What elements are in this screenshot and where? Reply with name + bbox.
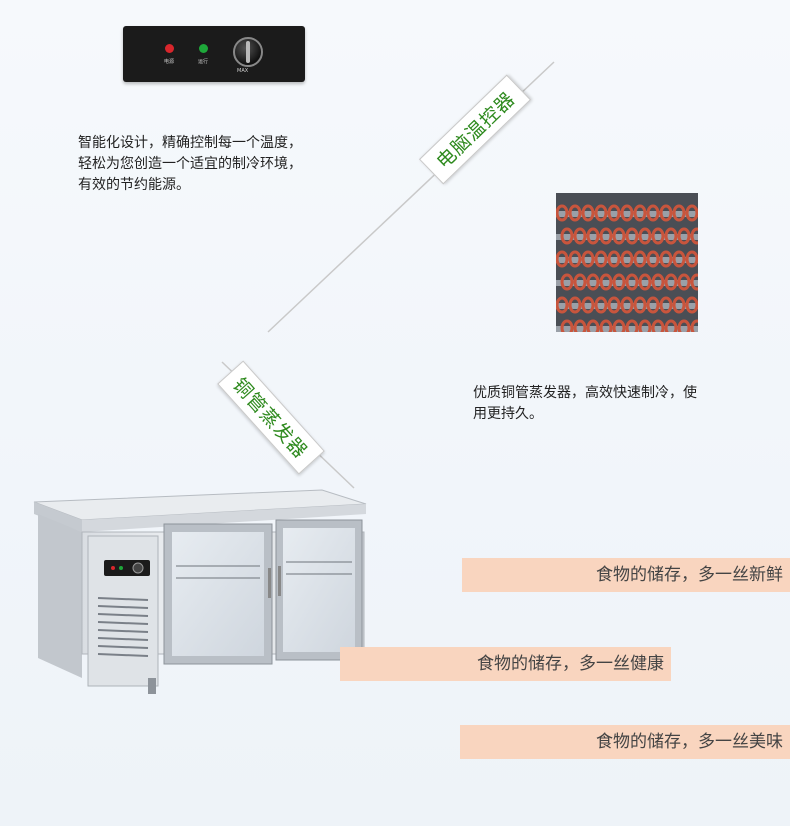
evaporator-description-line: 优质铜管蒸发器，高效快速制冷，使 bbox=[473, 385, 697, 401]
copper-coil-image bbox=[556, 193, 698, 332]
controller-description-line: 有效的节约能源。 bbox=[78, 177, 190, 193]
controller-description: 智能化设计，精确控制每一个温度， 轻松为您创造一个适宜的制冷环境， 有效的节约能… bbox=[78, 133, 378, 196]
controller-description-line: 轻松为您创造一个适宜的制冷环境， bbox=[78, 156, 302, 172]
run-led-icon bbox=[199, 44, 208, 53]
feature-bar-fresh: 食物的储存，多一丝新鲜 bbox=[462, 558, 790, 592]
evaporator-description-line: 用更持久。 bbox=[473, 406, 543, 422]
controller-description-line: 智能化设计，精确控制每一个温度， bbox=[78, 135, 302, 151]
feature-bar-taste: 食物的储存，多一丝美味 bbox=[460, 725, 790, 759]
run-label: 运行 bbox=[198, 59, 209, 65]
feature-bar-health: 食物的储存，多一丝健康 bbox=[340, 647, 671, 681]
evaporator-description: 优质铜管蒸发器，高效快速制冷，使 用更持久。 bbox=[473, 383, 773, 425]
fridge-image bbox=[33, 489, 367, 694]
knob-label: MAX bbox=[237, 68, 249, 74]
power-label: 电源 bbox=[164, 59, 175, 65]
control-panel-image: 电源 运行 MAX bbox=[123, 26, 305, 82]
thermostat-knob-icon bbox=[233, 37, 263, 67]
power-led-icon bbox=[165, 44, 174, 53]
